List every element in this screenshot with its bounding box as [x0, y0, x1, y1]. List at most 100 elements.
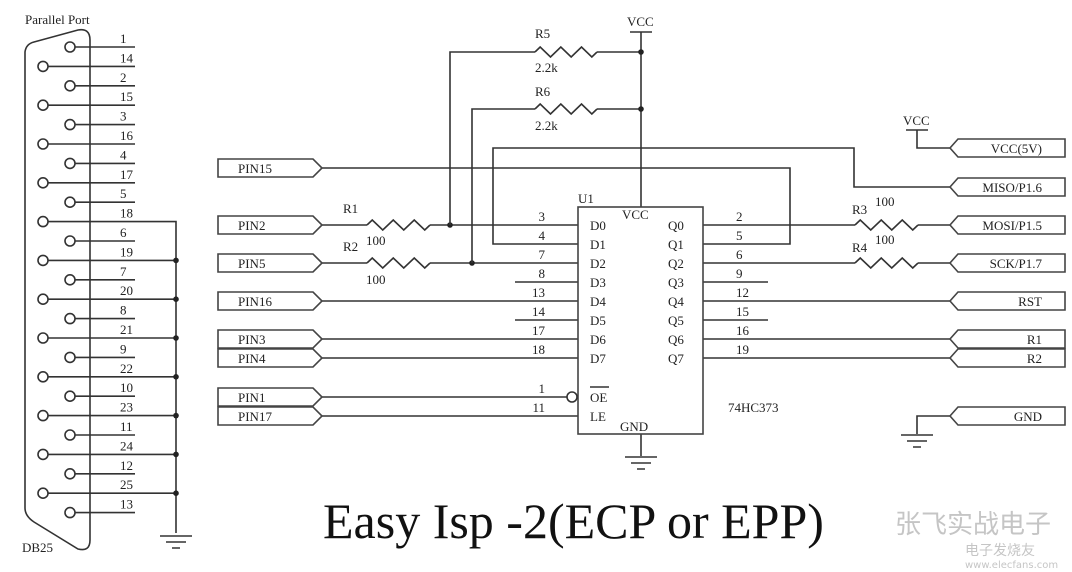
- connector-pin-21: [37, 332, 49, 344]
- port-label: PIN15: [238, 161, 272, 176]
- chip-vcc-label: VCC: [622, 207, 649, 222]
- port-r1: [948, 329, 1066, 349]
- connector-pin-25: [37, 487, 49, 500]
- connector-pin-1: [64, 41, 76, 53]
- chip-pin-d2: D2: [590, 256, 606, 271]
- junction-dot: [638, 106, 644, 112]
- chip-gnd-label: GND: [620, 419, 648, 434]
- connector-pin-9: [64, 351, 76, 364]
- port-sckp17: [948, 253, 1066, 273]
- chip-pin-q7: Q7: [668, 351, 684, 366]
- chip-pin-number: 12: [736, 285, 749, 300]
- pin-number-8: 8: [120, 303, 127, 318]
- pin-number-24: 24: [120, 438, 134, 453]
- port-rst: [948, 291, 1066, 311]
- resistor-r3: [854, 218, 919, 232]
- connector-pin-3: [64, 118, 76, 131]
- port-pin1: [217, 387, 324, 407]
- chip-pin-q5: Q5: [668, 313, 684, 328]
- pin-number-18: 18: [120, 206, 133, 221]
- resistor-r4: [854, 256, 919, 270]
- pin-number-6: 6: [120, 225, 127, 240]
- pin-number-19: 19: [120, 244, 133, 259]
- diagram-title: Easy Isp -2(ECP or EPP): [323, 493, 824, 549]
- port-pin17: [217, 406, 324, 426]
- port-pin16: [217, 291, 324, 311]
- r3-ref: R3: [852, 202, 867, 217]
- port-label: PIN5: [238, 256, 265, 271]
- chip-pin-q4: Q4: [668, 294, 684, 309]
- r2-value: 100: [366, 272, 386, 287]
- port-label: PIN3: [238, 332, 265, 347]
- port-label: VCC(5V): [991, 141, 1042, 156]
- r6-value: 2.2k: [535, 118, 558, 133]
- pin-number-5: 5: [120, 186, 127, 201]
- junction-dot: [173, 257, 179, 264]
- connector-pin-17: [37, 177, 49, 189]
- resistor-r2: [366, 256, 431, 270]
- pin-number-14: 14: [120, 50, 134, 65]
- port-label: MISO/P1.6: [982, 180, 1042, 195]
- chip-pin-d4: D4: [590, 294, 606, 309]
- port-r2: [948, 348, 1066, 368]
- r1-value: 100: [366, 233, 386, 248]
- connector-pin-7: [64, 273, 76, 286]
- chip-pin-number: 8: [539, 266, 546, 281]
- chip-pin-number: 6: [736, 247, 743, 262]
- vcc-right-label: VCC: [903, 113, 930, 128]
- chip-pin-number: 4: [539, 228, 546, 243]
- connector-pin-24: [37, 448, 49, 461]
- chip-pin-d3: D3: [590, 275, 606, 290]
- connector-pin-13: [64, 506, 76, 519]
- pin-number-23: 23: [120, 400, 133, 415]
- port-label: PIN1: [238, 390, 265, 405]
- resistor-r5: [534, 45, 598, 59]
- wire: [322, 167, 791, 245]
- connector-type: DB25: [22, 540, 53, 555]
- watermark: 张飞实战电子 电子发烧友 www.elecfans.com: [895, 510, 1058, 571]
- port-label: PIN16: [238, 294, 272, 309]
- junction-dot: [173, 451, 179, 458]
- wire: [916, 415, 950, 434]
- port-label: GND: [1014, 409, 1042, 424]
- junction-dot: [173, 335, 179, 341]
- port-label: PIN17: [238, 409, 272, 424]
- junction-dot: [173, 374, 179, 380]
- chip-pin-number: 17: [532, 323, 546, 338]
- junction-dot: [638, 49, 644, 55]
- port-pin2: [217, 215, 324, 235]
- pin-number-11: 11: [120, 419, 133, 434]
- port-label: MOSI/P1.5: [982, 218, 1042, 233]
- connector-pin-2: [64, 80, 76, 92]
- connector-pin-20: [37, 293, 49, 306]
- connector-pin-6: [64, 235, 76, 247]
- port-label: PIN2: [238, 218, 265, 233]
- port-label: R1: [1027, 332, 1042, 347]
- chip-pin-number: 1: [539, 381, 546, 396]
- chip-pin-number: 14: [532, 304, 546, 319]
- connector-pin-16: [37, 138, 49, 150]
- port-label: RST: [1018, 294, 1042, 309]
- pin-number-12: 12: [120, 458, 133, 473]
- connector-pin-18: [37, 215, 49, 228]
- db25-shell: [24, 28, 91, 551]
- svg-text:www.elecfans.com: www.elecfans.com: [965, 560, 1058, 571]
- chip-ref: U1: [578, 191, 594, 206]
- pin-number-25: 25: [120, 477, 133, 492]
- chip-pin-number: 7: [539, 247, 546, 262]
- components: 1142153164175186197208219221023112412251…: [24, 28, 1066, 551]
- r5-value: 2.2k: [535, 60, 558, 75]
- chip-pin-number: 16: [736, 323, 750, 338]
- port-label: R2: [1027, 351, 1042, 366]
- port-pin5: [217, 253, 324, 273]
- chip-pin-number: 18: [532, 342, 545, 357]
- r3-value: 100: [875, 194, 895, 209]
- chip-pin-le: LE: [590, 409, 606, 424]
- chip-pin-d0: D0: [590, 218, 606, 233]
- chip-pin-number: 19: [736, 342, 749, 357]
- r1-ref: R1: [343, 201, 358, 216]
- chip-pin-q1: Q1: [668, 237, 684, 252]
- port-gnd: [948, 406, 1066, 426]
- chip-pin-number: 11: [532, 400, 545, 415]
